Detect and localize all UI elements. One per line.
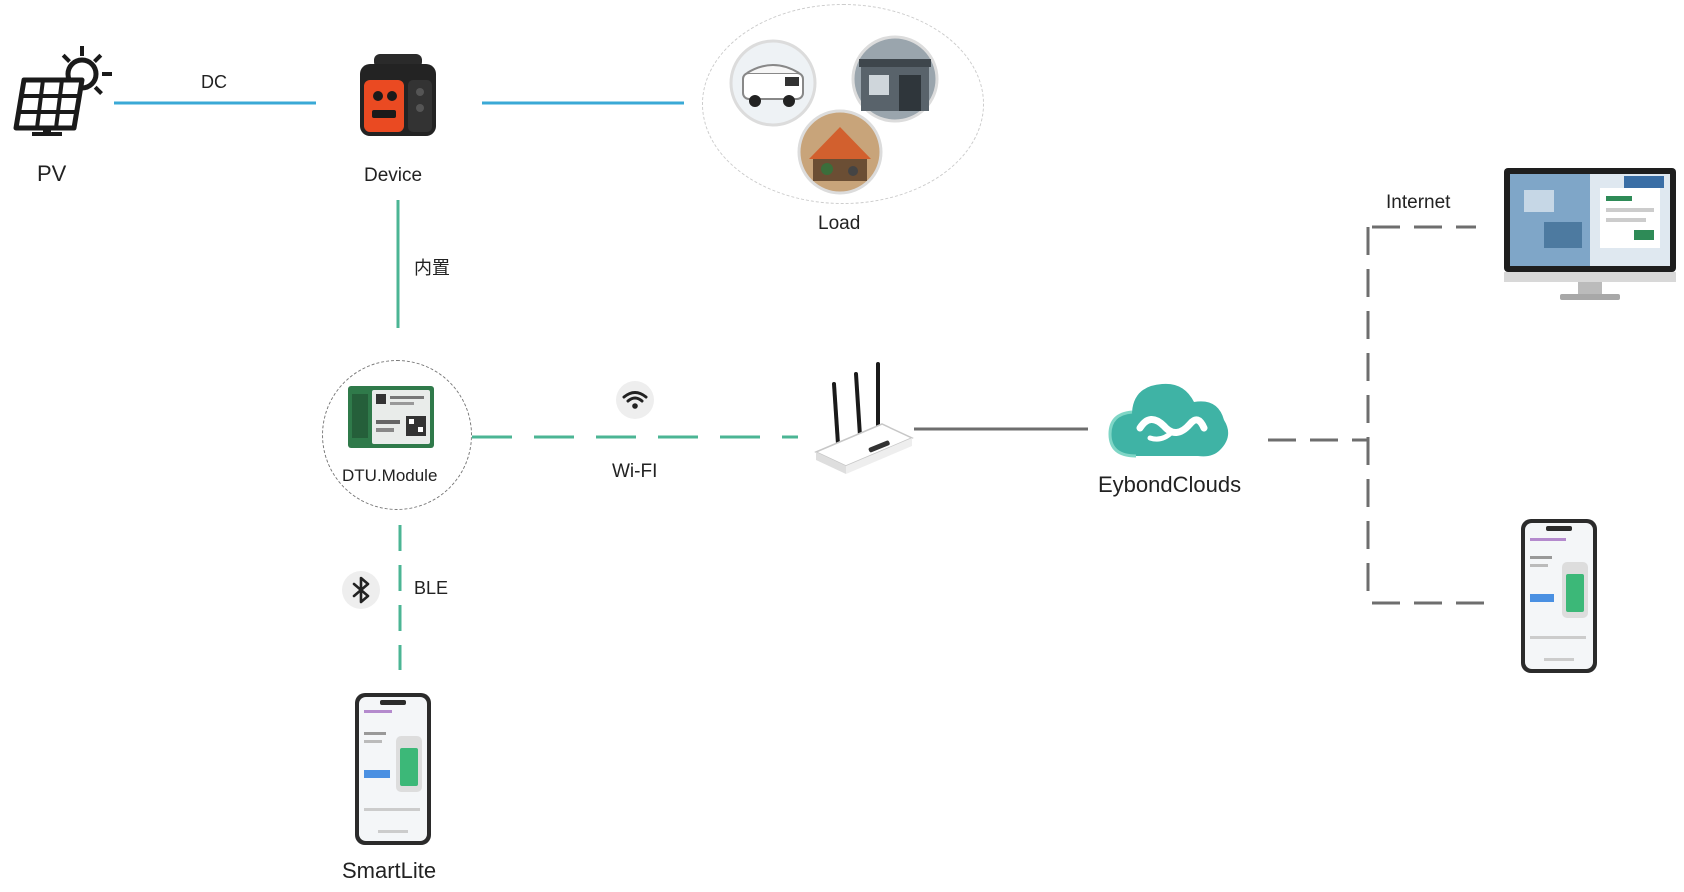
cloud-label: EybondClouds bbox=[1098, 472, 1242, 497]
camper-van-photo bbox=[729, 39, 817, 127]
load-label: Load bbox=[818, 213, 861, 234]
smartlite-phone-icon bbox=[355, 693, 431, 845]
internet-label: Internet bbox=[1386, 192, 1451, 213]
wifi-icon bbox=[616, 381, 654, 419]
ble-label: BLE bbox=[414, 578, 449, 598]
garage-photo bbox=[851, 35, 939, 123]
builtin-label: 内置 bbox=[414, 258, 450, 279]
device-label: Device bbox=[364, 165, 423, 186]
eybond-cloud-logo bbox=[1108, 383, 1229, 458]
smartphone-app-icon bbox=[1521, 519, 1597, 673]
dtu-module-board-icon bbox=[348, 386, 434, 448]
dtu-module-node bbox=[322, 360, 472, 510]
portable-power-station-icon bbox=[360, 54, 436, 136]
desktop-monitor-dashboard-icon bbox=[1504, 168, 1676, 300]
smartlite-label: SmartLite bbox=[342, 858, 437, 883]
pv-label: PV bbox=[37, 161, 67, 186]
wifi-label: Wi-FI bbox=[612, 461, 658, 482]
dtu-label: DTU.Module bbox=[342, 466, 438, 485]
load-group bbox=[702, 4, 984, 204]
wireless-router-icon bbox=[814, 362, 914, 474]
outdoor-camping-photo bbox=[797, 109, 883, 195]
dc-label: DC bbox=[201, 72, 227, 92]
bluetooth-icon bbox=[342, 571, 380, 609]
solar-panel-sun-icon bbox=[13, 46, 112, 136]
